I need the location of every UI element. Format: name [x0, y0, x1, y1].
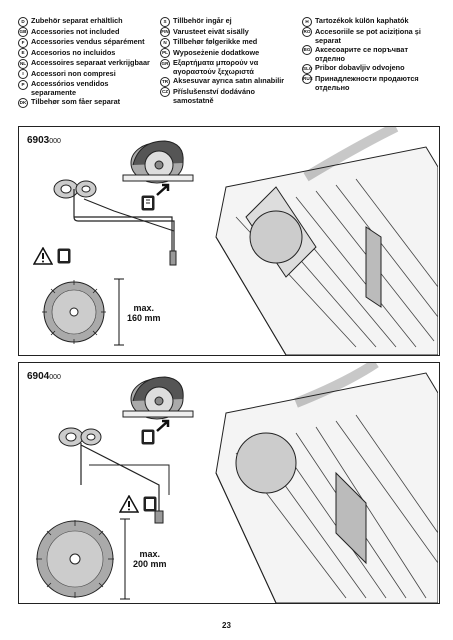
legend-text: Varusteet eivät sisälly	[173, 26, 249, 36]
panel-6903: 6903000	[18, 126, 440, 356]
language-code-badge: CZ	[160, 87, 170, 98]
page-number: 23	[222, 621, 231, 630]
manual-book-icon	[141, 429, 155, 445]
panel-6904: 6904000	[18, 362, 440, 604]
legend-text: Accessories vendus séparément	[31, 37, 145, 46]
saw-blade-icon	[42, 280, 106, 344]
legend-text: Принадлежности продаются отдельно	[315, 73, 419, 93]
max-blade-diameter-label: max. 200 mm	[133, 549, 167, 569]
legend-text: Εξαρτήματα μπορούν να αγοραστούν ξεχωρισ…	[173, 58, 259, 77]
panel-right-table-illustration	[206, 363, 439, 603]
legend-text: Accessórios vendidos separamente	[31, 79, 109, 98]
manual-book-icon	[57, 248, 71, 264]
language-code-badge: RUS	[302, 74, 313, 85]
warning-triangle-icon	[33, 247, 53, 265]
rip-fence-accessory-illustration	[58, 427, 170, 524]
model-number: 6904000	[27, 371, 61, 382]
language-code-badge: TR	[160, 76, 170, 87]
language-code-badge: SLO	[302, 63, 312, 74]
language-code-badge: BG	[302, 45, 312, 56]
panel-left-illustrations: 6903000	[19, 127, 205, 355]
language-code-badge: PL	[160, 48, 170, 58]
saw-table-perspective-illustration	[215, 363, 438, 603]
language-code-badge: FIN	[160, 27, 170, 37]
warning-triangle-icon	[119, 495, 139, 513]
legend-text: Accesoriile se pot aciziționa și separat	[315, 26, 421, 45]
arrow-icon	[156, 419, 170, 432]
legend-text: Tilbehør som fåer separat	[31, 97, 121, 107]
legend-text: Accessoires separaat verkrijgbaar	[31, 58, 150, 67]
language-code-badge: E	[18, 48, 28, 58]
legend-text: Аксесоарите се поръчват отделно	[315, 44, 409, 64]
circular-saw-illustration	[122, 376, 194, 420]
dimension-line	[114, 278, 124, 346]
legend-text: Pribor dobavljiv odvojeno	[315, 63, 405, 73]
saw-table-perspective-illustration	[215, 127, 438, 355]
language-code-badge: D	[18, 16, 28, 27]
dimension-line	[120, 518, 130, 600]
legend-text: Zubehör separat erhältlich	[31, 16, 123, 25]
language-code-badge: I	[18, 69, 28, 79]
manual-book-icon	[143, 496, 157, 512]
language-code-badge: S	[160, 16, 170, 27]
manual-book-icon	[141, 195, 155, 211]
legend-text: Aksesuvar ayrıca satın alınabilir	[173, 76, 285, 86]
model-number: 6903000	[27, 135, 61, 146]
language-code-badge: NL	[18, 58, 28, 69]
panel-right-table-illustration	[206, 127, 439, 355]
max-blade-diameter-label: max. 160 mm	[127, 303, 161, 323]
legend-text: Tillbehör ingår ej	[173, 16, 232, 25]
arrow-icon	[156, 183, 170, 196]
legend-text: Tartozékok külön kaphatók	[315, 16, 409, 25]
legend-text: Tillbehør følgerikke med	[173, 37, 258, 46]
saw-blade-icon	[36, 520, 114, 598]
language-code-badge: F	[18, 37, 28, 48]
language-code-badge: N	[160, 37, 170, 48]
language-code-badge: P	[18, 79, 28, 90]
panel-left-illustrations: 6904000	[19, 363, 205, 603]
language-code-badge: DK	[18, 97, 28, 108]
language-code-badge: GB	[18, 27, 28, 37]
legend-text: Accesorios no incluidos	[31, 47, 116, 57]
legend-text: Accessories not included	[31, 26, 120, 36]
circular-saw-illustration	[122, 140, 194, 184]
legend-text: Příslušenství dodáváno samostatně	[173, 86, 255, 106]
language-code-badge: H	[302, 16, 312, 27]
legend-text: Wyposeżenie dodatkowe	[173, 47, 260, 57]
language-code-badge: RO	[302, 27, 312, 37]
legend-text: Accessori non compresi	[31, 68, 116, 78]
language-code-badge: GR	[160, 58, 170, 69]
rip-fence-accessory-illustration	[53, 179, 177, 266]
